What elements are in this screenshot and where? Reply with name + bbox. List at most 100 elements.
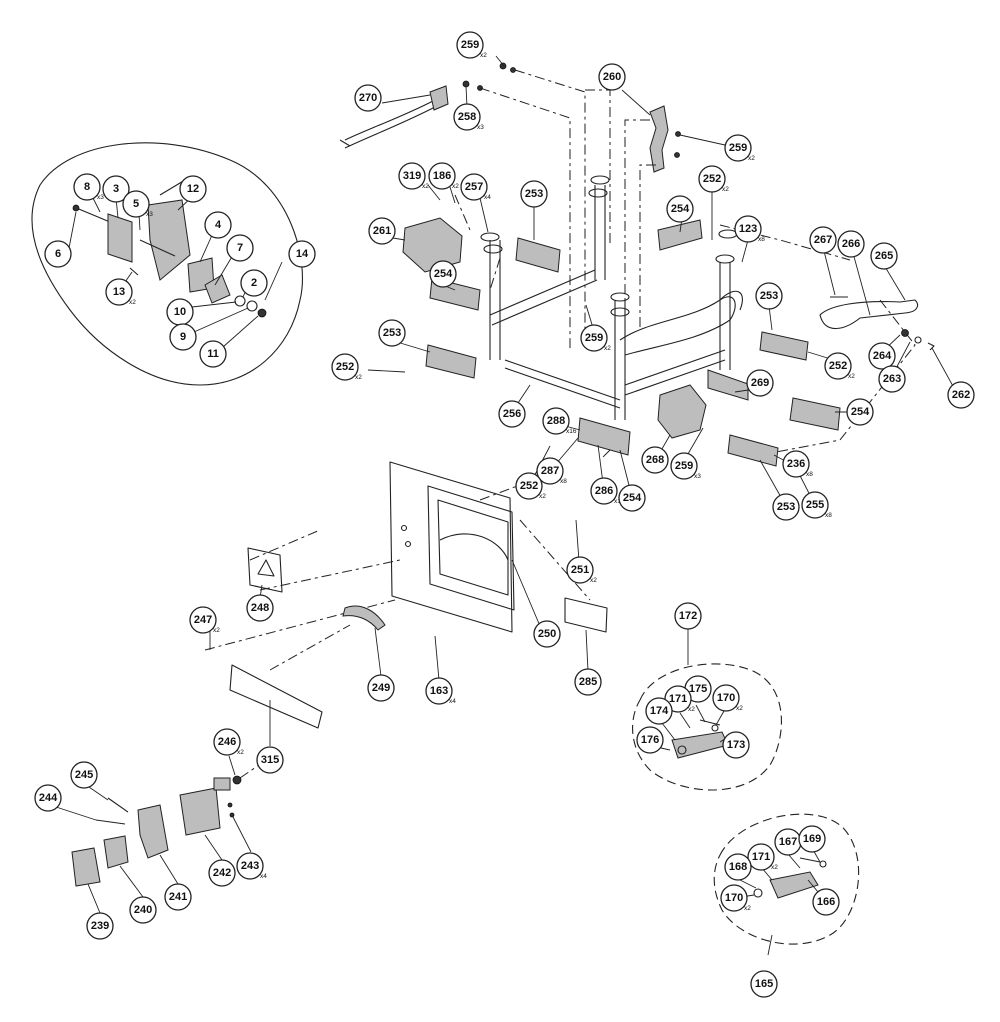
callout-5: 5x3 [122,190,153,218]
callout-number: 253 [777,501,795,513]
callout-number: 253 [383,327,401,339]
callout-254: 254 [429,260,457,288]
callout-number: 3 [113,183,119,195]
callout-number: 267 [814,234,832,246]
callout-261: 261 [368,217,396,245]
callout-number: 253 [525,188,543,200]
callout-253: 253 [772,493,800,521]
callout-quantity: x2 [604,345,611,352]
callout-quantity: x2 [744,905,751,912]
callout-quantity: x2 [129,299,136,306]
callout-8: 8x3 [73,173,104,201]
callout-quantity: x2 [688,706,695,713]
callout-6: 6 [44,240,72,268]
callout-number: 14 [296,248,309,260]
part-drawings [31,55,955,956]
callout-253: 253 [755,282,783,310]
callout-number: 174 [650,705,669,717]
label-248 [247,547,283,593]
plate-285 [564,597,608,633]
callout-241: 241 [164,883,192,911]
plate-315 [229,664,323,729]
power-cord-270 [339,85,449,149]
callout-number: 163 [430,685,448,697]
callout-number: 254 [671,203,690,215]
callout-number: 9 [180,331,186,343]
callout-quantity: x2 [736,705,743,712]
callout-256: 256 [498,400,526,428]
callout-number: 166 [817,896,835,908]
callout-number: 255 [806,499,824,511]
callout-quantity: x2 [539,493,546,500]
callout-315: 315 [256,746,284,774]
callout-285: 285 [574,668,602,696]
callout-263: 263 [878,365,906,393]
callout-number: 241 [169,891,187,903]
callout-number: 285 [579,676,597,688]
callout-249: 249 [367,674,395,702]
callout-quantity: x3 [146,211,153,218]
callout-number: 173 [727,739,745,751]
assembly-172-parts [671,719,729,759]
callout-number: 266 [842,238,860,250]
callout-quantity: x8 [825,512,832,519]
callout-number: 242 [213,867,231,879]
feet-brackets [425,219,841,467]
callout-number: 269 [751,377,769,389]
bracket-249 [342,605,386,631]
callout-number: 254 [623,492,642,504]
callout-number: 170 [725,892,743,904]
callout-quantity: x2 [848,373,855,380]
callout-number: 252 [336,361,354,373]
callout-quantity: x8 [758,236,765,243]
callout-number: 251 [571,564,589,576]
callout-168: 168 [724,853,752,881]
callout-253: 253 [378,319,406,347]
leader-lines [52,55,955,956]
callout-quantity: x8 [560,478,567,485]
callout-number: 288 [547,415,565,427]
callout-174: 174 [645,697,673,725]
callout-quantity: x3 [694,473,701,480]
callout-number: 257 [465,181,483,193]
assembly-165-parts [753,857,827,899]
callout-267: 267 [809,226,837,254]
lever-265-266 [819,299,919,330]
tray-261 [402,217,463,273]
callout-172: 172 [674,602,702,630]
callout-number: 270 [359,92,377,104]
callout-quantity: x2 [422,183,429,190]
callout-number: 319 [403,170,421,182]
callout-number: 252 [829,360,847,372]
callout-quantity: x2 [748,155,755,162]
bracket-268 [657,384,707,439]
callout-266: 266 [837,230,865,258]
callout-number: 123 [739,223,757,235]
callout-12: 12 [179,175,207,203]
callout-number: 254 [434,268,453,280]
callout-239: 239 [86,912,114,940]
callout-268: 268 [641,446,669,474]
callout-quantity: x4 [484,194,491,201]
callout-quantity: x3 [477,124,484,131]
callout-175: 175 [684,675,712,703]
callout-number: 252 [703,173,721,185]
callout-3: 3 [102,175,130,203]
callout-number: 171 [752,851,770,863]
callout-number: 262 [952,389,970,401]
callout-254: 254 [666,195,694,223]
assembly-172-outline [632,663,782,791]
